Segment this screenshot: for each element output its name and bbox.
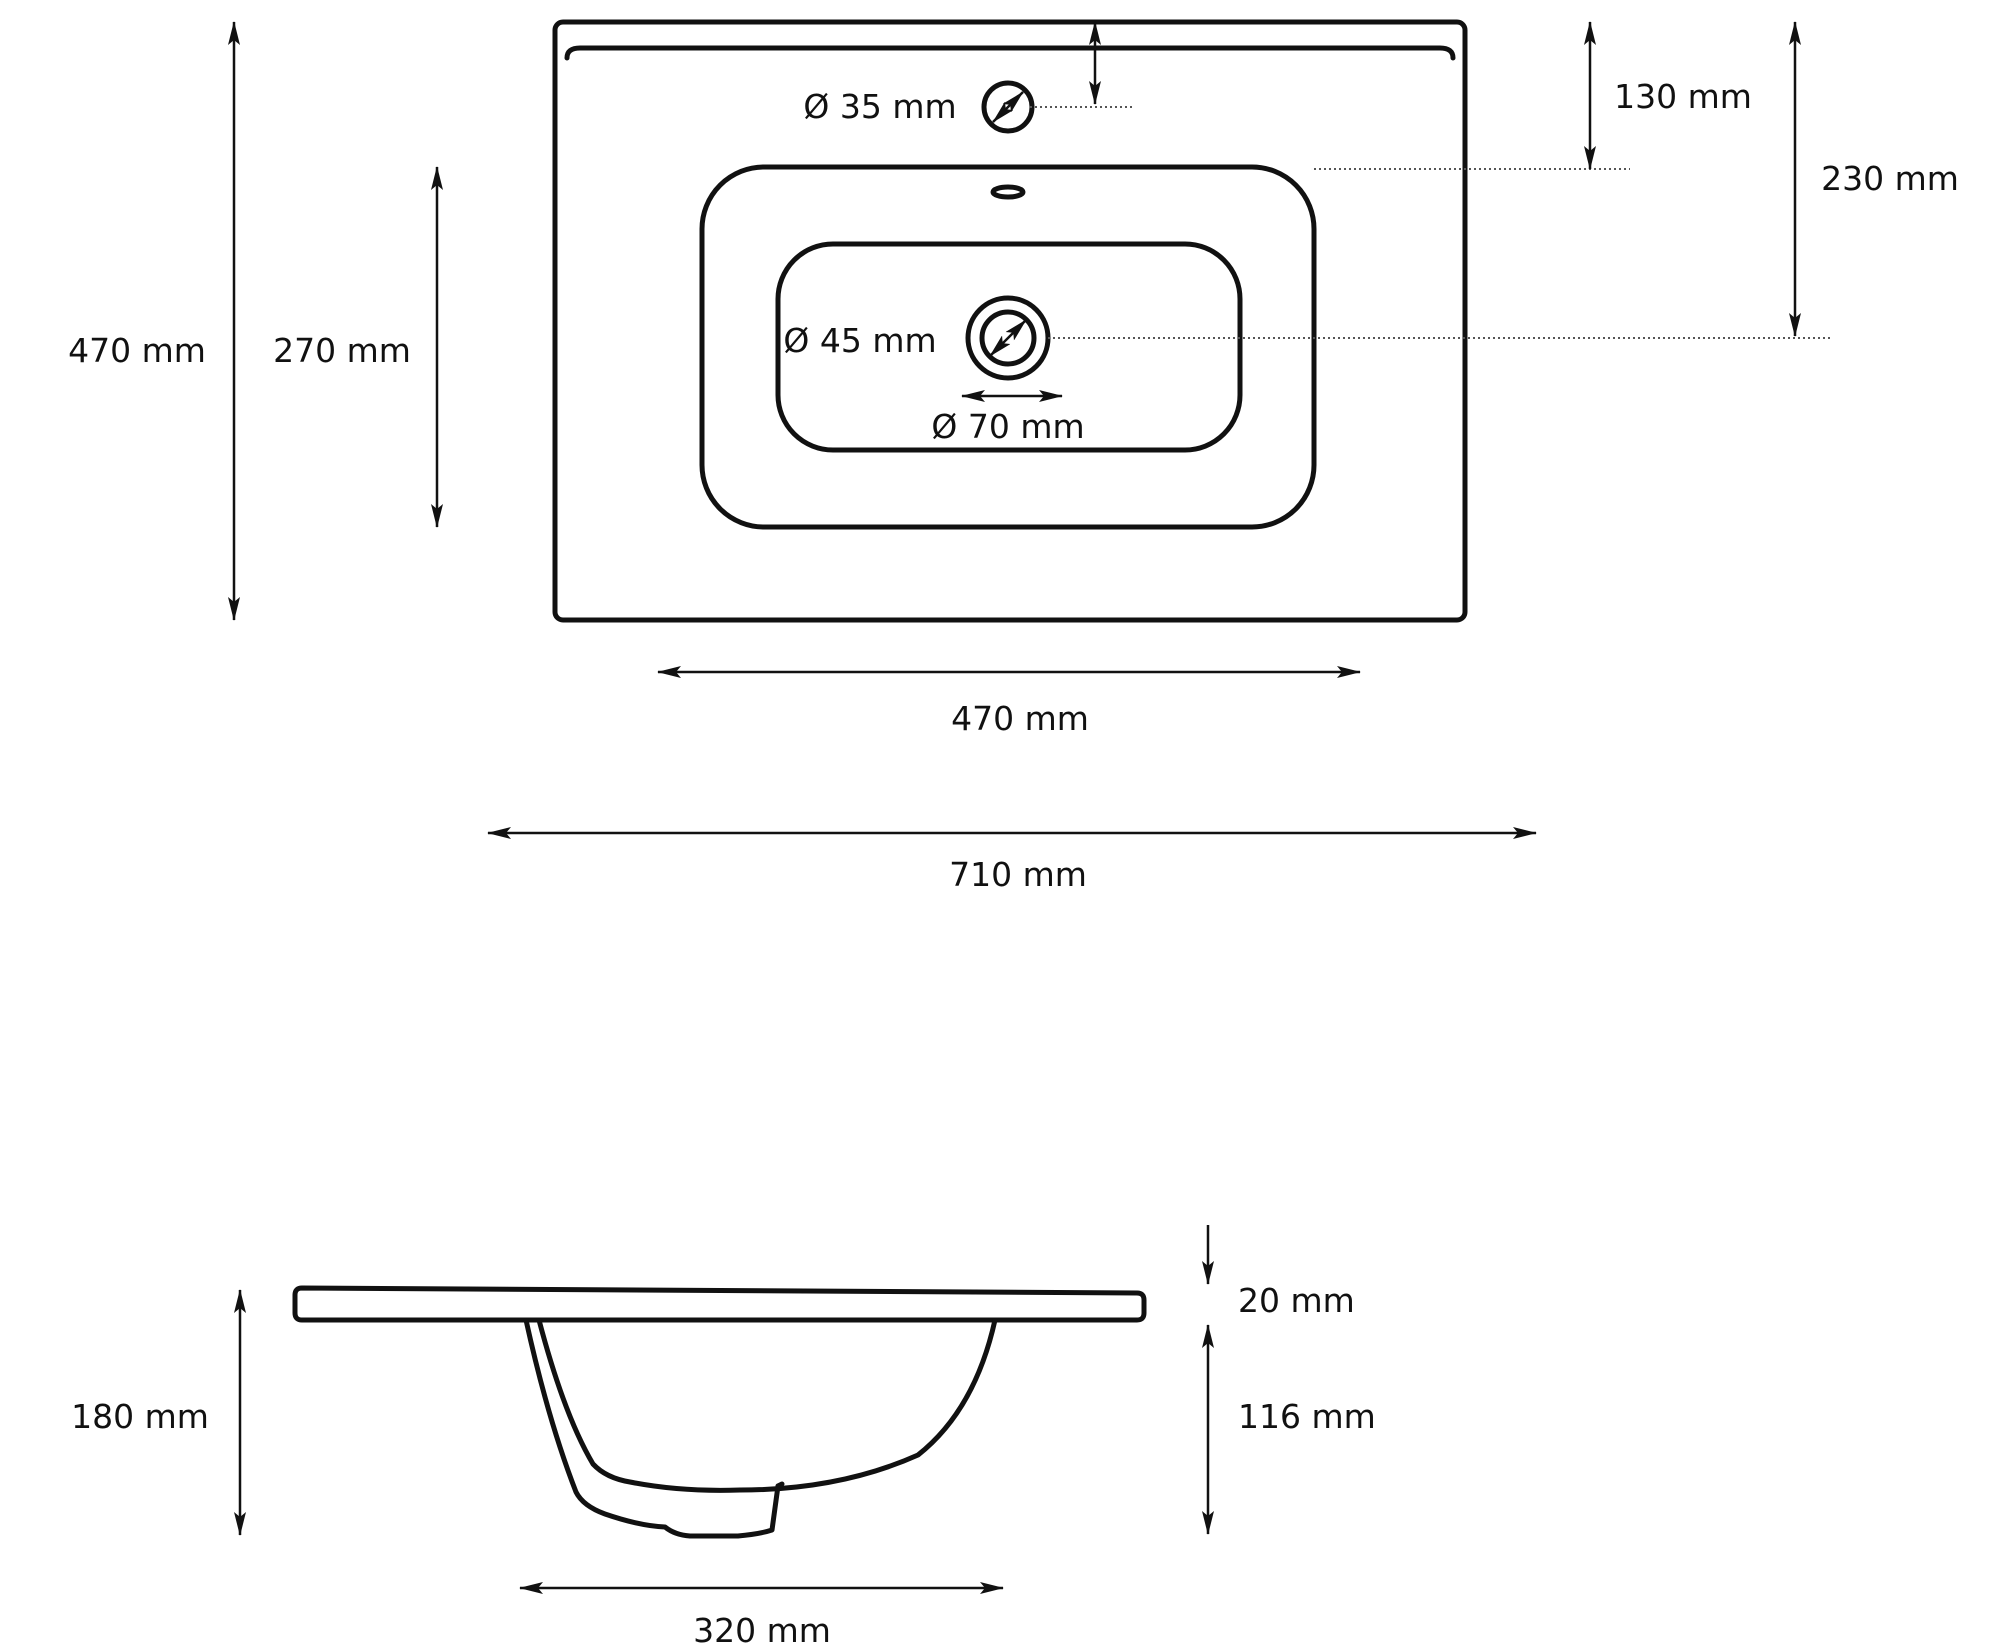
overall-depth-label: 470 mm [68, 331, 206, 370]
bowl-outer-profile [523, 1317, 781, 1539]
drain-offset-label: 230 mm [1821, 159, 1959, 198]
bowl-inner-profile [536, 1317, 998, 1493]
countertop-outline [552, 19, 1468, 623]
tap-hole-diameter-label: Ø 35 mm [803, 87, 956, 126]
bowl-height-label: 116 mm [1238, 1397, 1376, 1436]
drain-outer-diameter-label: Ø 70 mm [931, 407, 1084, 446]
drain-diameter-label: Ø 45 mm [783, 321, 936, 360]
basin-depth-label: 270 mm [273, 331, 411, 370]
drain [961, 295, 1063, 402]
overflow-offset-label: 130 mm [1614, 77, 1752, 116]
back-rim-line [564, 45, 1456, 61]
overall-width-label: 710 mm [949, 855, 1087, 894]
top-view: 470 mm 270 mm Ø 35 mm 130 mm 230 mm Ø 45… [68, 19, 1959, 894]
basin-outer-outline [699, 164, 1317, 530]
basin-inner-outline [775, 241, 1243, 453]
side-view: 20 mm 180 mm 116 mm 320 mm [71, 1225, 1376, 1649]
slab-thickness-label: 20 mm [1238, 1281, 1355, 1320]
tap-hole [981, 80, 1035, 134]
drain-outlet-edge [775, 1481, 785, 1489]
basin-width-label: 470 mm [951, 699, 1089, 738]
overflow-slot [990, 184, 1026, 200]
countertop-slab [292, 1285, 1147, 1323]
bowl-width-label: 320 mm [693, 1611, 831, 1649]
total-height-label: 180 mm [71, 1397, 209, 1436]
